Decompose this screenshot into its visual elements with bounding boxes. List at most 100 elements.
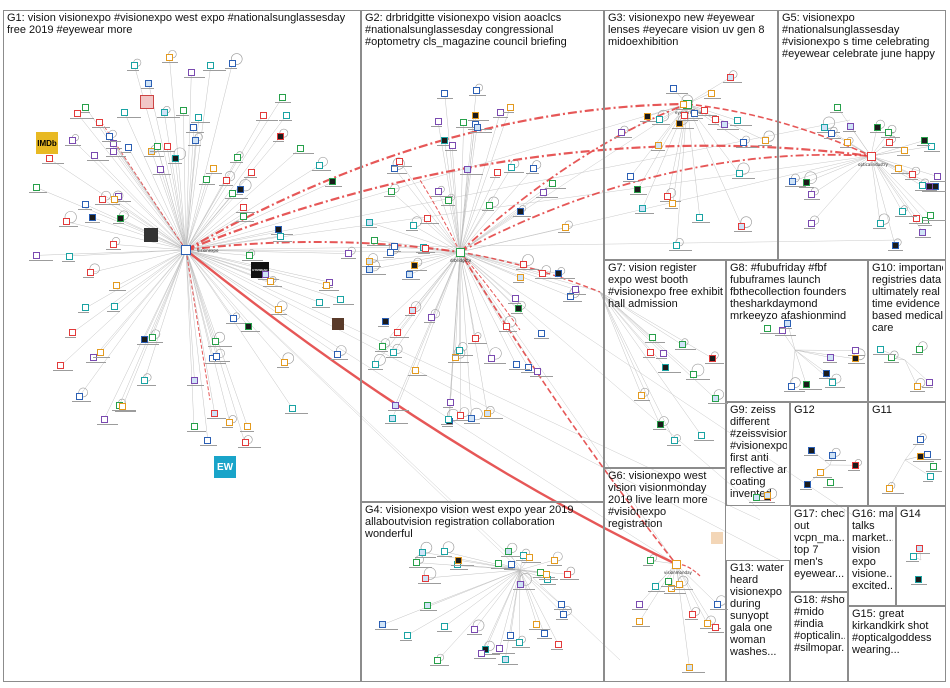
graph-node[interactable] [844, 139, 852, 147]
graph-node[interactable] [451, 353, 459, 361]
graph-node[interactable] [482, 646, 490, 654]
graph-node[interactable] [753, 494, 761, 501]
graph-node[interactable] [192, 136, 200, 144]
graph-node[interactable] [454, 556, 462, 564]
graph-node[interactable] [434, 117, 442, 125]
graph-node[interactable] [664, 577, 672, 585]
graph-node[interactable] [562, 224, 570, 232]
graph-node[interactable] [651, 583, 659, 590]
graph-node[interactable] [505, 548, 513, 555]
graph-node[interactable] [761, 136, 769, 144]
graph-node[interactable] [244, 322, 252, 330]
graph-node[interactable] [540, 629, 548, 637]
graph-node[interactable] [46, 155, 53, 163]
graph-node[interactable] [411, 261, 419, 269]
graph-node[interactable] [471, 334, 479, 342]
graph-node[interactable] [388, 188, 395, 196]
hub-node-g1[interactable] [181, 245, 191, 255]
graph-node[interactable] [445, 196, 453, 204]
graph-node[interactable] [555, 270, 562, 278]
graph-node[interactable] [901, 146, 909, 154]
graph-node[interactable] [259, 111, 267, 119]
graph-node[interactable] [726, 73, 734, 81]
graph-node[interactable] [228, 59, 236, 67]
graph-node[interactable] [784, 320, 792, 327]
graph-node[interactable] [428, 313, 436, 321]
graph-node[interactable] [885, 128, 893, 136]
graph-node[interactable] [212, 337, 220, 345]
graph-node[interactable] [315, 161, 323, 169]
graph-node[interactable] [171, 154, 179, 162]
graph-node[interactable] [230, 315, 238, 323]
graph-node[interactable] [517, 580, 525, 588]
graph-node[interactable] [88, 214, 96, 222]
graph-node[interactable] [788, 177, 796, 185]
graph-node[interactable] [237, 186, 245, 194]
graph-node[interactable] [245, 252, 253, 259]
graph-node[interactable] [473, 123, 481, 131]
graph-node[interactable] [278, 93, 286, 101]
graph-node[interactable] [548, 179, 556, 187]
graph-node[interactable] [345, 250, 353, 258]
graph-node[interactable] [109, 139, 117, 147]
graph-node[interactable] [209, 165, 217, 173]
graph-node[interactable] [190, 423, 198, 431]
graph-node[interactable] [659, 350, 667, 358]
graph-node[interactable] [157, 165, 165, 173]
graph-node[interactable] [296, 145, 304, 152]
graph-node[interactable] [533, 367, 541, 375]
graph-node[interactable] [421, 574, 429, 582]
graph-node[interactable] [76, 392, 84, 400]
graph-node[interactable] [826, 478, 834, 486]
graph-node[interactable] [662, 363, 670, 371]
graph-node[interactable] [823, 369, 830, 377]
graph-node[interactable] [110, 147, 118, 155]
graph-node[interactable] [721, 121, 729, 129]
graph-node[interactable] [567, 293, 575, 301]
graph-node[interactable] [763, 324, 771, 332]
graph-node[interactable] [124, 144, 132, 152]
graph-node[interactable] [495, 645, 503, 653]
graph-node[interactable] [434, 656, 442, 664]
graph-node[interactable] [918, 182, 926, 190]
graph-node[interactable] [494, 559, 502, 567]
graph-node[interactable] [934, 173, 941, 180]
graph-node[interactable] [116, 215, 124, 223]
graph-node[interactable] [267, 278, 275, 286]
graph-node[interactable] [289, 405, 297, 413]
graph-node[interactable] [519, 552, 527, 560]
graph-node[interactable] [913, 382, 921, 390]
graph-node[interactable] [802, 381, 810, 389]
graph-node[interactable] [655, 116, 663, 124]
graph-node[interactable] [511, 294, 519, 302]
graph-node[interactable] [470, 626, 478, 634]
graph-node[interactable] [394, 328, 402, 336]
graph-node[interactable] [207, 61, 215, 69]
graph-node[interactable] [239, 203, 247, 211]
graph-node[interactable] [530, 164, 537, 172]
graph-node[interactable] [909, 552, 917, 560]
graph-node[interactable] [738, 222, 746, 230]
graph-node[interactable] [816, 468, 824, 476]
graph-node[interactable] [386, 249, 394, 257]
graph-node[interactable] [424, 215, 432, 223]
graph-node[interactable] [929, 463, 937, 471]
graph-node[interactable] [515, 638, 523, 646]
graph-node[interactable] [366, 266, 373, 274]
graph-node[interactable] [506, 103, 514, 111]
graph-node[interactable] [90, 152, 98, 160]
graph-node[interactable] [675, 581, 683, 589]
graph-node[interactable] [441, 623, 448, 631]
graph-node[interactable] [441, 90, 449, 98]
hub-node-g6[interactable] [672, 560, 681, 569]
graph-node[interactable] [408, 307, 416, 314]
graph-node[interactable] [926, 182, 934, 190]
graph-node[interactable] [560, 610, 568, 618]
graph-node[interactable] [919, 228, 927, 236]
graph-node[interactable] [638, 391, 646, 399]
graph-node[interactable] [239, 213, 247, 221]
graph-node[interactable] [667, 584, 675, 592]
graph-node[interactable] [66, 252, 74, 260]
graph-node[interactable] [512, 360, 520, 368]
graph-node[interactable] [656, 421, 664, 429]
